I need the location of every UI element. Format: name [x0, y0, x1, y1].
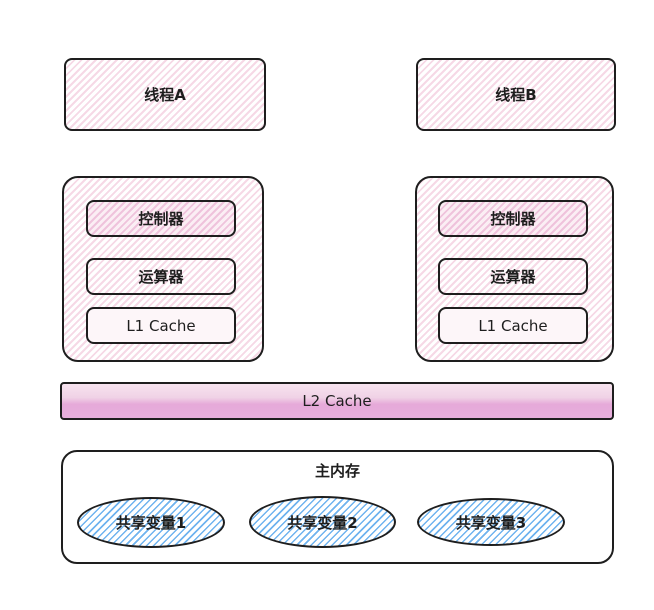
cpu-a-alu: 运算器 [86, 258, 236, 295]
shared-variable-3: 共享变量3 [417, 498, 565, 546]
thread-b-label: 线程B [495, 86, 537, 104]
cpu-a-alu-label: 运算器 [138, 268, 184, 286]
cpu-b-alu: 运算器 [438, 258, 588, 295]
cpu-b-l1-cache: L1 Cache [438, 307, 588, 344]
cpu-a-controller: 控制器 [86, 200, 236, 237]
thread-a-box: 线程A [64, 58, 266, 131]
l2-cache-bar: L2 Cache [60, 382, 614, 420]
shared-variable-3-label: 共享变量3 [455, 513, 527, 532]
cpu-b-alu-label: 运算器 [490, 268, 536, 286]
cpu-a-l1-cache: L1 Cache [86, 307, 236, 344]
main-memory-box: 主内存 [61, 450, 614, 564]
cpu-b-l1-label: L1 Cache [478, 316, 548, 335]
cpu-a-controller-label: 控制器 [138, 210, 184, 228]
l2-cache-label: L2 Cache [302, 392, 372, 410]
cpu-b-controller-label: 控制器 [490, 210, 536, 228]
main-memory-title: 主内存 [314, 462, 360, 480]
thread-b-box: 线程B [416, 58, 616, 131]
cpu-b-controller: 控制器 [438, 200, 588, 237]
shared-variable-1-label: 共享变量1 [115, 514, 187, 532]
cpu-a-l1-label: L1 Cache [126, 316, 196, 335]
shared-variable-2: 共享变量2 [249, 496, 396, 548]
shared-variable-1: 共享变量1 [77, 497, 225, 548]
shared-variable-2-label: 共享变量2 [287, 513, 358, 532]
thread-a-label: 线程A [144, 86, 186, 104]
